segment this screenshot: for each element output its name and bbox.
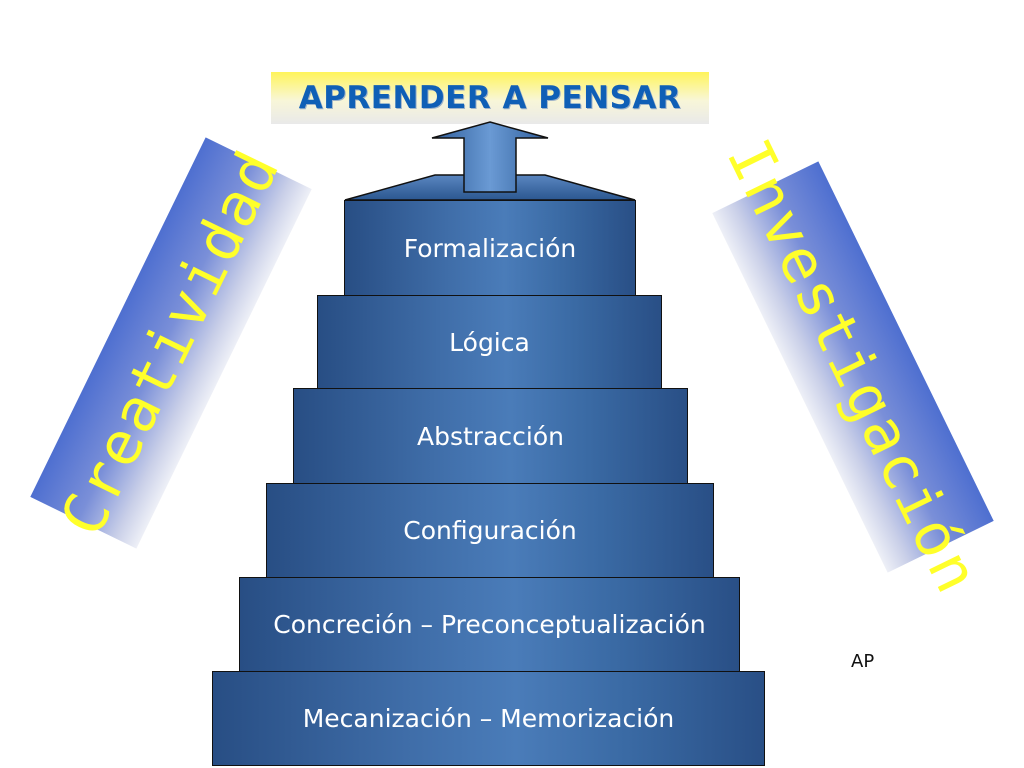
- level-label: Formalización: [403, 233, 577, 263]
- level-label: Configuración: [403, 516, 577, 545]
- level-mecanizacion: Mecanización – Memorización: [212, 671, 765, 766]
- level-label: Abstracción: [417, 421, 564, 451]
- level-label: Lógica: [449, 327, 530, 357]
- level-formalizacion: Formalización: [344, 200, 636, 296]
- investigacion-label: Investigación: [712, 128, 994, 606]
- author-initials: AP: [851, 651, 875, 672]
- level-abstraccion: Abstracción: [293, 388, 688, 484]
- creatividad-label: Creatividad: [47, 139, 295, 547]
- investigacion-banner: Investigación: [712, 129, 994, 605]
- level-label: Mecanización – Memorización: [302, 704, 675, 733]
- level-label: Concreción – Preconceptualización: [273, 610, 706, 639]
- level-configuracion: Configuración: [266, 483, 714, 578]
- diagram-title: APRENDER A PENSAR: [298, 80, 682, 116]
- level-logica: Lógica: [317, 295, 662, 389]
- title-box: APRENDER A PENSAR: [271, 72, 709, 124]
- up-arrow-icon: [344, 121, 636, 201]
- level-concrecion: Concreción – Preconceptualización: [239, 577, 740, 672]
